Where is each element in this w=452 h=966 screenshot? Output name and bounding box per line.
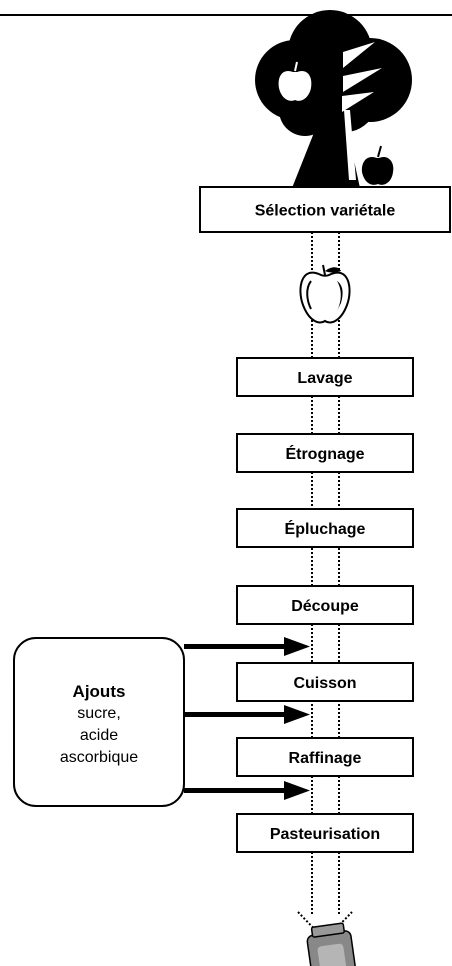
step-lavage: Lavage: [236, 357, 414, 397]
step-label: Épluchage: [285, 519, 366, 538]
step-etrognage: Étrognage: [236, 433, 414, 473]
apple-icon: [299, 264, 351, 324]
arrow-to-cuisson: [184, 637, 310, 656]
additions-box: Ajouts sucre, acide ascorbique: [13, 637, 185, 807]
process-steps: Sélection variétaleLavageÉtrognageÉpluch…: [199, 186, 451, 853]
step-box: [236, 433, 414, 473]
step-box: [236, 813, 414, 853]
step-label: Découpe: [291, 598, 359, 615]
step-epluchage: Épluchage: [236, 508, 414, 548]
addition-arrows: [184, 637, 310, 800]
flow-arrowhead: [297, 911, 353, 942]
step-box: [236, 737, 414, 777]
step-box: [199, 186, 451, 233]
step-box: [236, 662, 414, 702]
additions-line: sucre,: [77, 705, 121, 722]
step-selection-varietale: Sélection variétale: [199, 186, 451, 233]
step-label: Cuisson: [293, 675, 356, 692]
arrow-to-pasteurisation: [184, 781, 310, 800]
step-raffinage: Raffinage: [236, 737, 414, 777]
additions-line: ascorbique: [60, 749, 138, 766]
step-box: [236, 508, 414, 548]
step-box: [236, 357, 414, 397]
arrow-to-raffinage: [184, 705, 310, 724]
step-pasteurisation: Pasteurisation: [236, 813, 414, 853]
step-label: Étrognage: [285, 444, 364, 463]
step-label: Sélection variétale: [255, 203, 396, 220]
step-label: Pasteurisation: [270, 826, 380, 843]
step-label: Lavage: [297, 370, 352, 387]
step-decoupe: Découpe: [236, 585, 414, 625]
step-box: [236, 585, 414, 625]
additions-line: acide: [80, 727, 118, 744]
apple-tree-icon: [255, 10, 412, 188]
jar-icon: [306, 922, 358, 966]
step-cuisson: Cuisson: [236, 662, 414, 702]
flow-connector: [311, 232, 340, 915]
step-label: Raffinage: [289, 750, 362, 767]
additions-title: Ajouts: [73, 682, 126, 701]
